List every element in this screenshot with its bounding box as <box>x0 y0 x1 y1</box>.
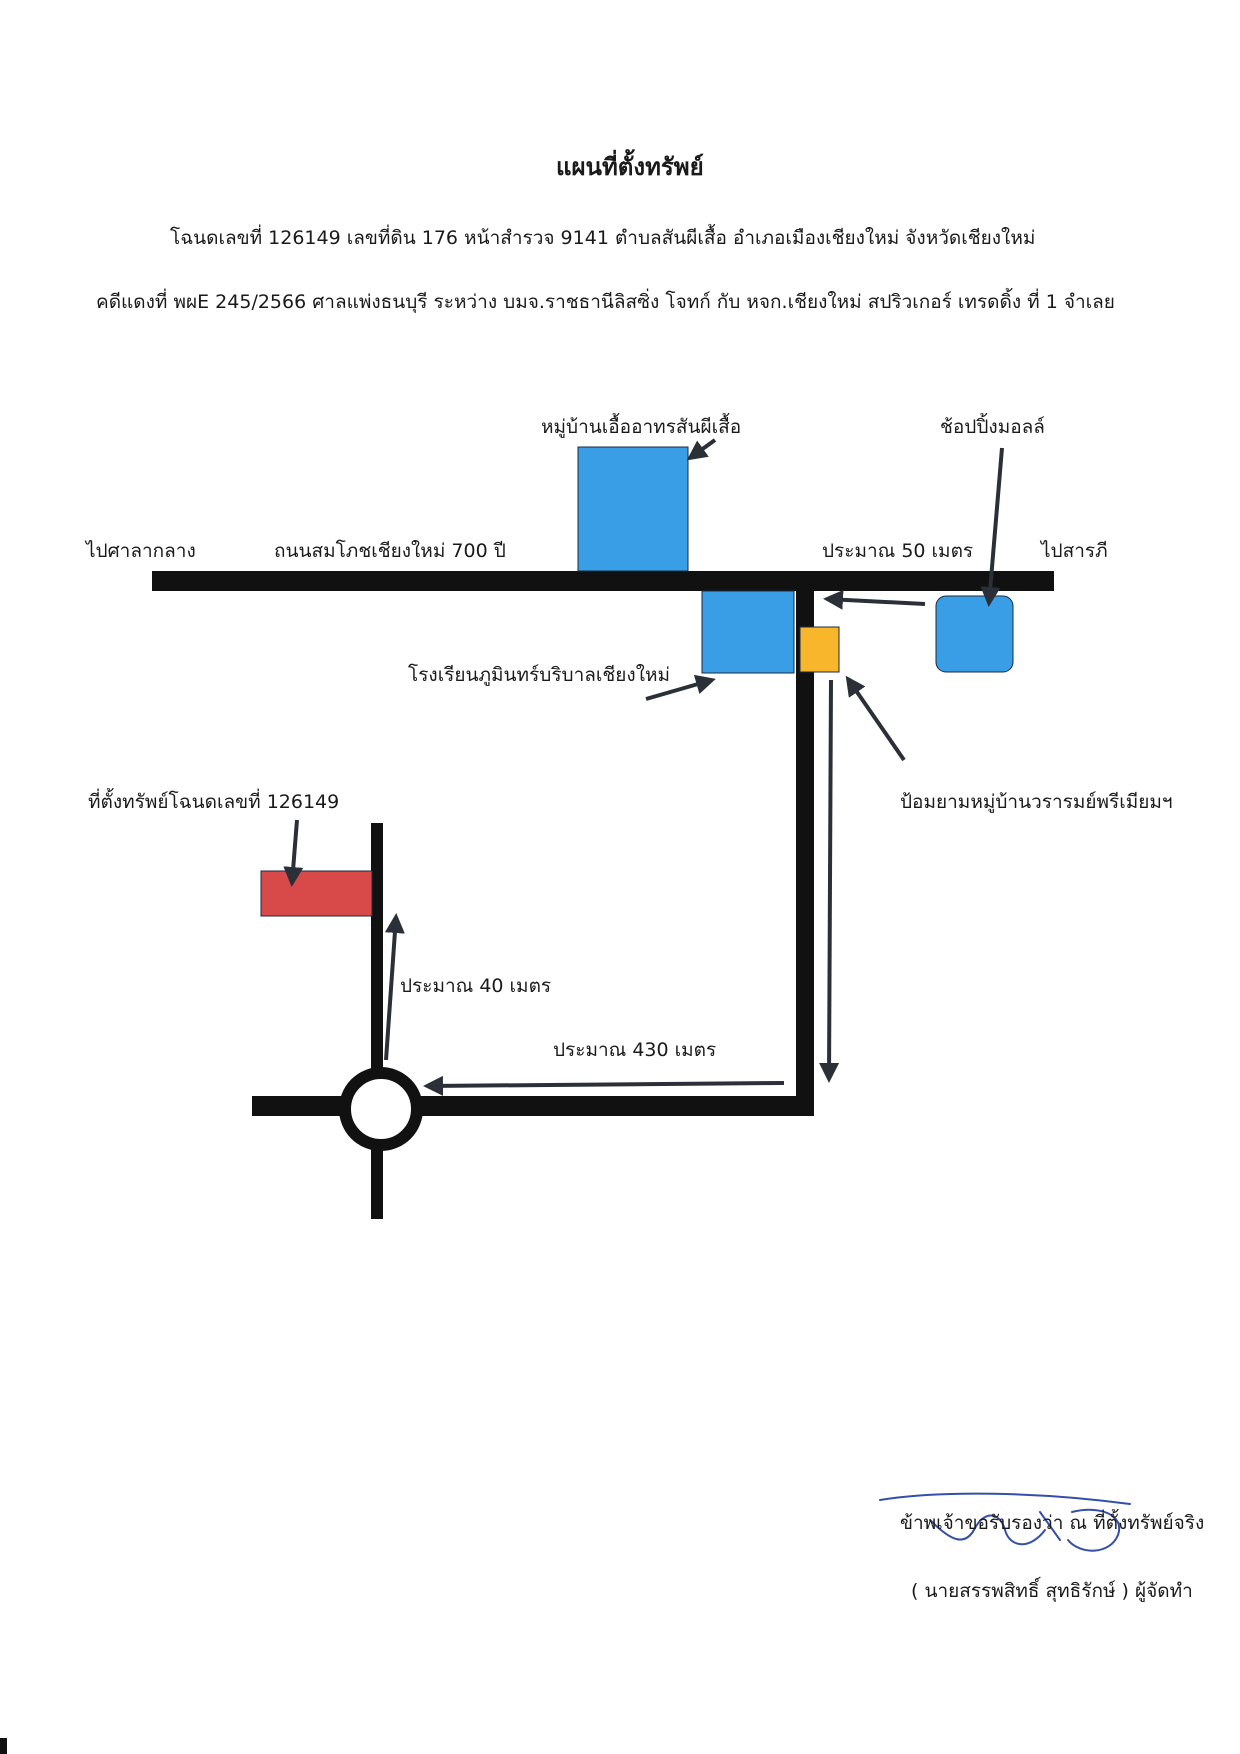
label-to-saraphi: ไปสารภี <box>1041 540 1108 562</box>
page-title: แผนที่ตั้งทรัพย์ <box>556 153 704 181</box>
arrow-to-property <box>283 819 304 887</box>
school-building <box>701 590 795 674</box>
arrow-to-village <box>686 438 717 461</box>
deed-info-line: โฉนดเลขที่ 126149 เลขที่ดิน 176 หน้าสำรว… <box>170 227 1036 249</box>
label-school: โรงเรียนภูมินทร์บริบาลเชียงใหม่ <box>408 664 671 686</box>
label-road-name: ถนนสมโภชเชียงใหม่ 700 ปี <box>274 540 506 562</box>
arrow-to-school <box>645 674 716 701</box>
side-road-vertical <box>796 581 814 1111</box>
arrow-50m <box>823 589 926 610</box>
label-distance-430m: ประมาณ 430 เมตร <box>553 1039 717 1061</box>
signature <box>879 1492 1131 1552</box>
guard-post <box>799 626 840 673</box>
arrow-40m <box>384 913 405 1061</box>
mall-building <box>935 595 1014 673</box>
main-road <box>152 571 1054 591</box>
case-info-line: คดีแดงที่ พผE 245/2566 ศาลแพ่งธนบุรี ระห… <box>96 291 1115 313</box>
certification-text: ข้าพเจ้าขอรับรองว่า ณ ที่ตั้งทรัพย์จริง <box>900 1512 1205 1534</box>
arrow-to-mall <box>980 447 1004 607</box>
label-guard-post: ป้อมยามหมู่บ้านวรารมย์พรีเมียมฯ <box>900 791 1173 813</box>
scan-edge-mark <box>0 1738 7 1754</box>
arrow-to-guard-post <box>845 675 906 762</box>
label-distance-40m: ประมาณ 40 เมตร <box>400 975 552 997</box>
roundabout <box>339 1067 423 1151</box>
label-distance-50m: ประมาณ 50 เมตร <box>822 540 974 562</box>
road-to-roundabout <box>252 1096 814 1116</box>
village-building <box>577 446 689 572</box>
label-mall: ช้อปปิ้งมอลล์ <box>940 416 1045 438</box>
road-through-roundabout <box>371 823 383 1219</box>
property-plot <box>260 870 373 917</box>
label-to-city-hall: ไปศาลากลาง <box>86 540 196 562</box>
label-property: ที่ตั้งทรัพย์โฉนดเลขที่ 126149 <box>88 791 340 813</box>
arrow-430m <box>423 1075 785 1096</box>
arrow-down-side-road <box>819 679 840 1083</box>
label-village: หมู่บ้านเอื้ออาทรสันผีเสื้อ <box>541 416 742 438</box>
signer-name: ( นายสรรพสิทธิ์ สุทธิรักษ์ ) ผู้จัดทำ <box>911 1580 1193 1602</box>
